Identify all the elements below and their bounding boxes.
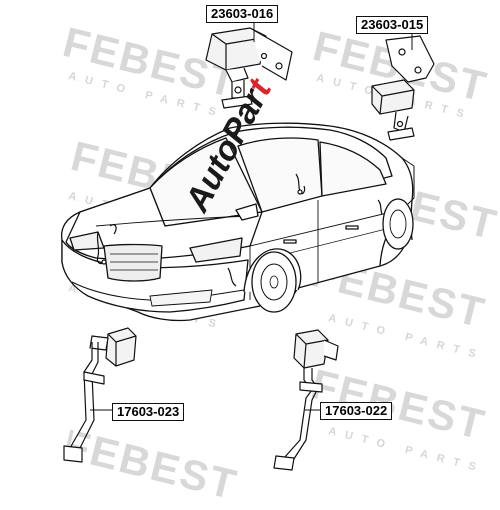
front-grille	[103, 243, 163, 282]
part-label-17603-022: 17603-022	[320, 402, 393, 420]
sensor-wiring	[96, 173, 383, 287]
side-window-rear	[319, 141, 387, 197]
windshield	[149, 137, 263, 227]
part-17603-023	[63, 327, 137, 463]
car-illustration	[60, 122, 415, 322]
part-label-17603-023: 17603-023	[112, 403, 185, 421]
headlight-right	[189, 237, 243, 263]
side-mirror	[235, 203, 259, 221]
part-label-23603-016: 23603-016	[206, 5, 279, 23]
part-label-23603-015: 23603-015	[356, 16, 429, 34]
part-23603-015	[371, 35, 435, 141]
part-17603-022	[273, 329, 339, 471]
part-23603-016	[205, 27, 293, 109]
